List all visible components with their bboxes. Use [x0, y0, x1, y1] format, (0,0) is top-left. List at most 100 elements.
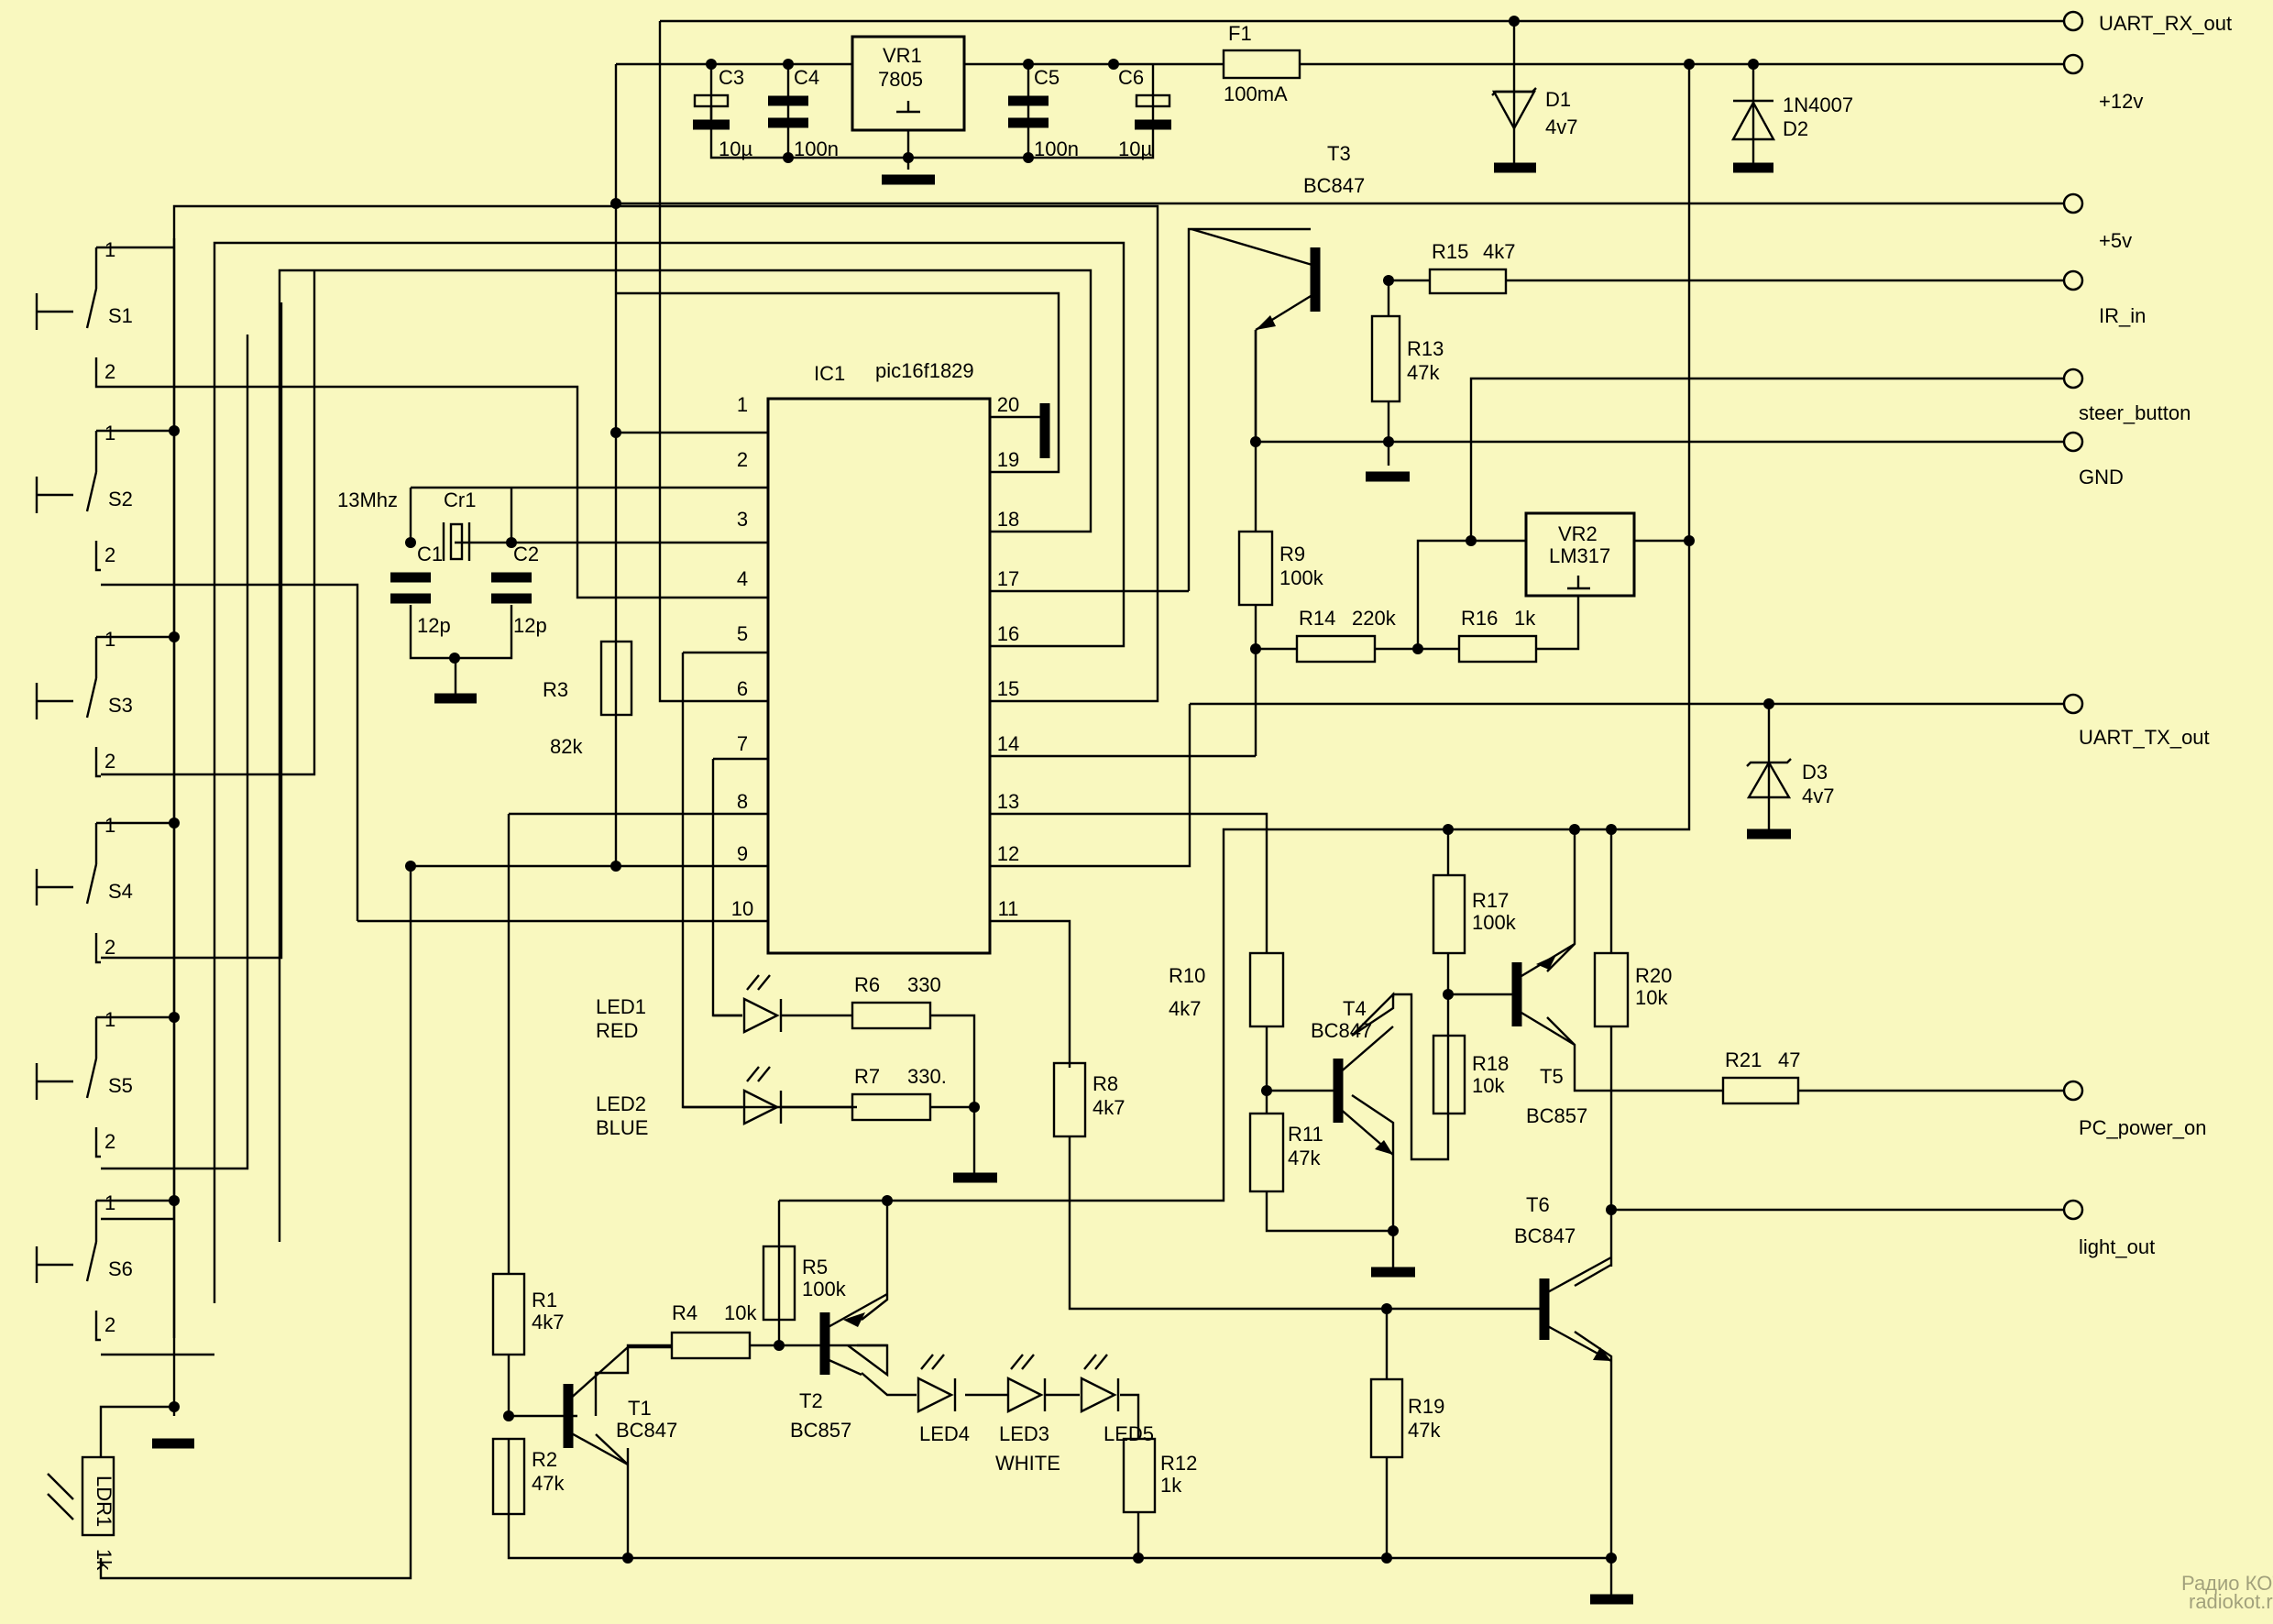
d3-val: 4v7	[1802, 785, 1834, 807]
ic1-pin-6: 6	[737, 677, 748, 700]
r1-val: 4k7	[532, 1311, 564, 1333]
switch-pin-2: 2	[104, 1130, 115, 1153]
r1-ref: R1	[532, 1289, 557, 1311]
r8-resistor: R8 4k7	[1052, 1061, 1125, 1138]
t3-transistor: T3 BC847	[1191, 142, 1365, 332]
ic1-pin-12: 12	[997, 842, 1019, 865]
led2: LED2 BLUE	[596, 1066, 783, 1139]
c5-ref: C5	[1034, 66, 1060, 89]
r16-ref: R16	[1461, 607, 1498, 630]
ic1-pin-3: 3	[737, 508, 748, 531]
r16-resistor: R16 1k	[1457, 607, 1538, 664]
d2-ref: D2	[1783, 117, 1808, 140]
switch-ref: S3	[108, 694, 133, 717]
c2-capacitor: C2 12p	[491, 543, 547, 637]
c1-ref: C1	[417, 543, 443, 565]
connector-light-out[interactable]: light_out	[2062, 1199, 2155, 1258]
connector-gnd[interactable]: GND	[2062, 431, 2124, 488]
t2-val: BC857	[790, 1419, 851, 1442]
led3-ref: LED3	[999, 1422, 1049, 1445]
switch-pin-2: 2	[104, 543, 115, 566]
connector-pc-power-on[interactable]: PC_power_on	[2062, 1080, 2206, 1139]
led3-colour: WHITE	[995, 1452, 1060, 1475]
wires	[96, 19, 2064, 1580]
r4-resistor: R4 10k	[670, 1301, 757, 1360]
c3-ref: C3	[719, 66, 744, 89]
led2-ref: LED2	[596, 1092, 646, 1115]
label: PC_power_on	[2079, 1116, 2206, 1139]
connector-uart-tx[interactable]: UART_TX_out	[2062, 693, 2210, 749]
connector-12v[interactable]: +12v	[2062, 53, 2143, 113]
t5-val: BC857	[1526, 1104, 1587, 1127]
ldr1-photoresistor: LDR1 1k	[47, 1438, 194, 1571]
t6-val: BC847	[1514, 1224, 1576, 1247]
d1-ref: D1	[1545, 88, 1571, 111]
c4-val: 100n	[794, 137, 839, 160]
watermark-url: radiokot.ru	[2189, 1590, 2273, 1613]
connector-ir-in[interactable]: IR_in	[2062, 269, 2146, 327]
label: IR_in	[2099, 304, 2146, 327]
t6-transistor: T6 BC847	[1514, 1193, 1633, 1605]
switch-ref: S5	[108, 1074, 133, 1097]
led1-colour: RED	[596, 1019, 638, 1042]
r2-resistor: R2 47k	[491, 1437, 565, 1516]
r20-val: 10k	[1635, 986, 1668, 1009]
r17-ref: R17	[1472, 889, 1509, 912]
vr2-val: LM317	[1549, 544, 1610, 567]
r20-ref: R20	[1635, 964, 1672, 987]
vr2-regulator: VR2 LM317	[1524, 511, 1636, 598]
r15-val: 4k7	[1483, 240, 1515, 263]
r13-ref: R13	[1407, 337, 1444, 360]
r10-resistor: R10 4k7	[1169, 951, 1285, 1028]
connector-steer-button[interactable]: steer_button	[2062, 368, 2191, 424]
t5-ref: T5	[1540, 1065, 1564, 1088]
switch-pin-1: 1	[104, 628, 115, 651]
f1-fuse: F1 100mA	[1222, 22, 1301, 105]
connector-5v[interactable]: +5v	[2062, 192, 2132, 252]
c6-ref: C6	[1118, 66, 1144, 89]
r5-val: 100k	[802, 1278, 847, 1300]
r6-ref: R6	[854, 973, 880, 996]
d1-val: 4v7	[1545, 115, 1577, 138]
switch-pin-2: 2	[104, 936, 115, 959]
label: GND	[2079, 466, 2124, 488]
ic1-pin-17: 17	[997, 567, 1019, 590]
ic1-pin-13: 13	[997, 790, 1019, 813]
ic1-pin-18: 18	[997, 508, 1019, 531]
c6-capacitor: C6 10µ	[1118, 66, 1171, 160]
ldr1-val: 1k	[93, 1549, 115, 1571]
r13-val: 47k	[1407, 361, 1440, 384]
d3-ref: D3	[1802, 761, 1828, 784]
junctions	[169, 16, 1774, 1564]
c4-capacitor: C4 100n	[768, 66, 839, 160]
connector-uart-rx[interactable]: UART_RX_out	[2062, 10, 2232, 35]
r8-ref: R8	[1093, 1072, 1118, 1095]
switch-ref: S6	[108, 1257, 133, 1280]
r6-resistor: R6 330	[851, 973, 941, 1030]
ic1-pin-11: 11	[998, 897, 1019, 920]
switch-pin-2: 2	[104, 1313, 115, 1336]
watermark: Радио КОТ radiokot.ru	[2181, 1572, 2273, 1613]
r9-resistor: R9 100k	[1237, 530, 1324, 607]
r14-ref: R14	[1299, 607, 1335, 630]
r20-resistor: R20 10k	[1593, 951, 1672, 1028]
t4-val: BC847	[1311, 1019, 1372, 1042]
r1-resistor: R1 4k7	[491, 1272, 564, 1356]
led1: LED1 RED	[596, 974, 783, 1042]
ic1-pin-16: 16	[997, 622, 1019, 645]
r7-ref: R7	[854, 1065, 880, 1088]
r6-val: 330	[907, 973, 941, 996]
ic1-pin-14: 14	[997, 732, 1019, 755]
t4-ref: T4	[1343, 997, 1367, 1020]
r14-val: 220k	[1352, 607, 1397, 630]
r4-ref: R4	[672, 1301, 697, 1324]
